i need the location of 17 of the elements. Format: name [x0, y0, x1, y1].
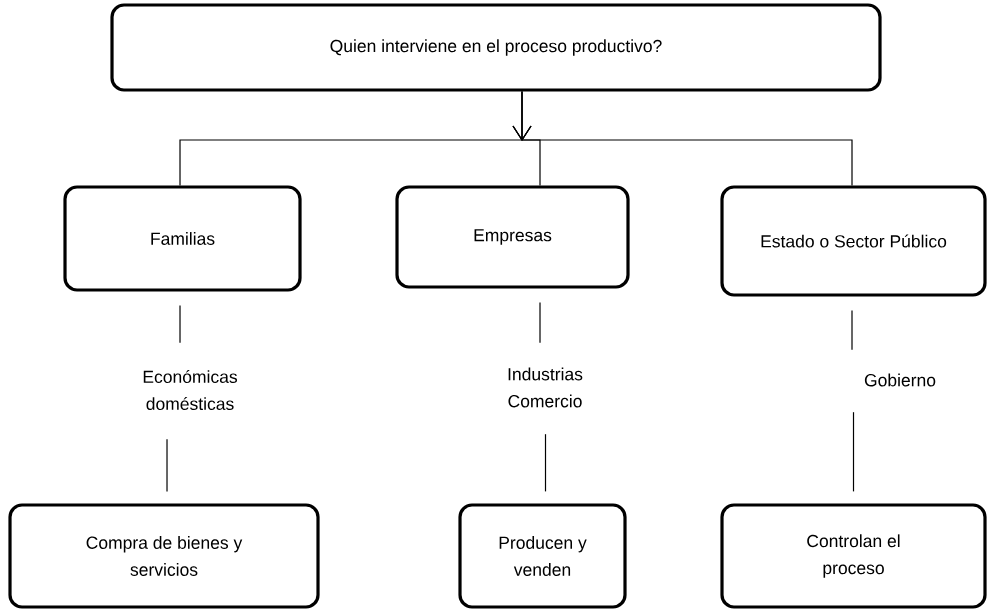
connector [851, 310, 853, 351]
connector [852, 411, 855, 492]
node-label: Económicas domésticas [143, 369, 238, 410]
process-box: Producen y venden [458, 503, 627, 609]
connector [179, 305, 181, 344]
connector [166, 438, 168, 492]
process-box: Estado o Sector Público [720, 185, 987, 297]
connector [539, 302, 541, 344]
process-box: Compra de bienes y servicios [8, 503, 320, 609]
node-label: Gobierno [864, 373, 936, 387]
node-label: Industrias Comercio [508, 367, 583, 408]
connector [512, 91, 853, 186]
process-box: Empresas [395, 185, 630, 289]
connector [544, 433, 547, 492]
process-box: Controlan el proceso [720, 503, 987, 609]
process-box: Familias [63, 185, 302, 292]
process-box: Quien interviene en el proceso productivo? [110, 3, 882, 92]
